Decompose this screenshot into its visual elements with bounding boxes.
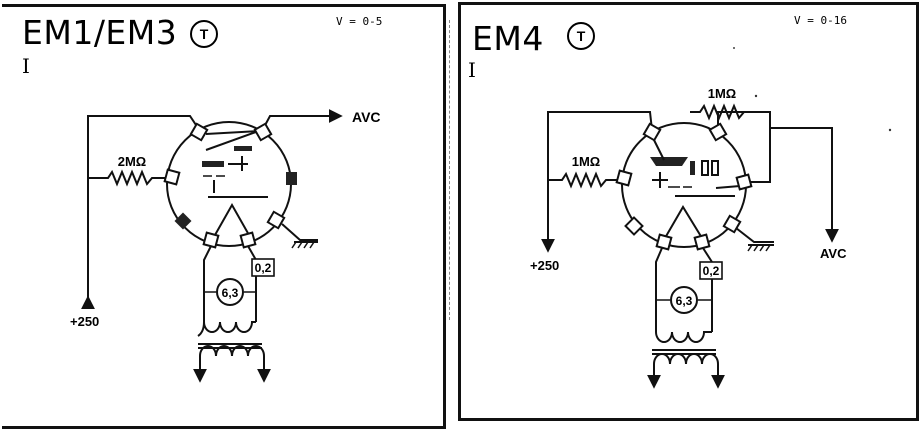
- em1-em3-panel: [2, 4, 446, 429]
- resistor-2m-label: 2MΩ: [118, 154, 146, 169]
- resistor-1m-left: [548, 171, 622, 189]
- heater-current-label: 0,2: [703, 264, 720, 278]
- transformer-primary: [199, 345, 265, 357]
- transformer-secondary: [197, 321, 256, 337]
- tube-type-t-icon: T: [567, 22, 595, 50]
- avc-wire: [261, 109, 343, 132]
- em4-panel: [458, 2, 919, 421]
- resistor-1m-top: [690, 103, 760, 121]
- heater-voltage-label: 6,3: [222, 286, 239, 300]
- heater-current-label: 0,2: [255, 261, 272, 275]
- tube-type-t-icon: T: [190, 20, 218, 48]
- resistor-2m: [88, 169, 168, 187]
- transformer-primary: [653, 353, 719, 365]
- electrode-plate: [202, 161, 224, 167]
- avc-label: AVC: [820, 246, 847, 261]
- em4-schematic: 0,2 6,3 1MΩ 1MΩ AVC +250: [530, 47, 892, 389]
- heater-voltage-label: 6,3: [676, 294, 693, 308]
- em1-em3-voltage-range: V = 0-5: [336, 15, 383, 28]
- em4-title: EM4: [472, 19, 544, 58]
- resistor-1m-top-label: 1MΩ: [708, 86, 736, 101]
- supply-label: +250: [530, 258, 559, 273]
- em4-voltage-range: V = 0-16: [794, 14, 847, 27]
- em1-em3-title: EM1/EM3: [22, 13, 178, 52]
- avc-label: AVC: [352, 109, 381, 125]
- heater-voltage-badge: [670, 286, 698, 314]
- panel-divider: [449, 20, 451, 320]
- supply-label: +250: [70, 314, 99, 329]
- resistor-1m-left-label: 1MΩ: [572, 154, 600, 169]
- tube-envelope: [166, 121, 292, 247]
- heater-voltage-badge: [216, 278, 244, 306]
- grid-wire: [87, 115, 201, 300]
- transformer-secondary: [655, 331, 712, 343]
- em1-em3-roman-numeral: I: [22, 54, 30, 78]
- em1-em3-schematic: 0,2 6,3 2MΩ AVC +250: [70, 109, 381, 383]
- electrode-plate: [234, 146, 252, 151]
- em4-roman-numeral: I: [468, 58, 476, 82]
